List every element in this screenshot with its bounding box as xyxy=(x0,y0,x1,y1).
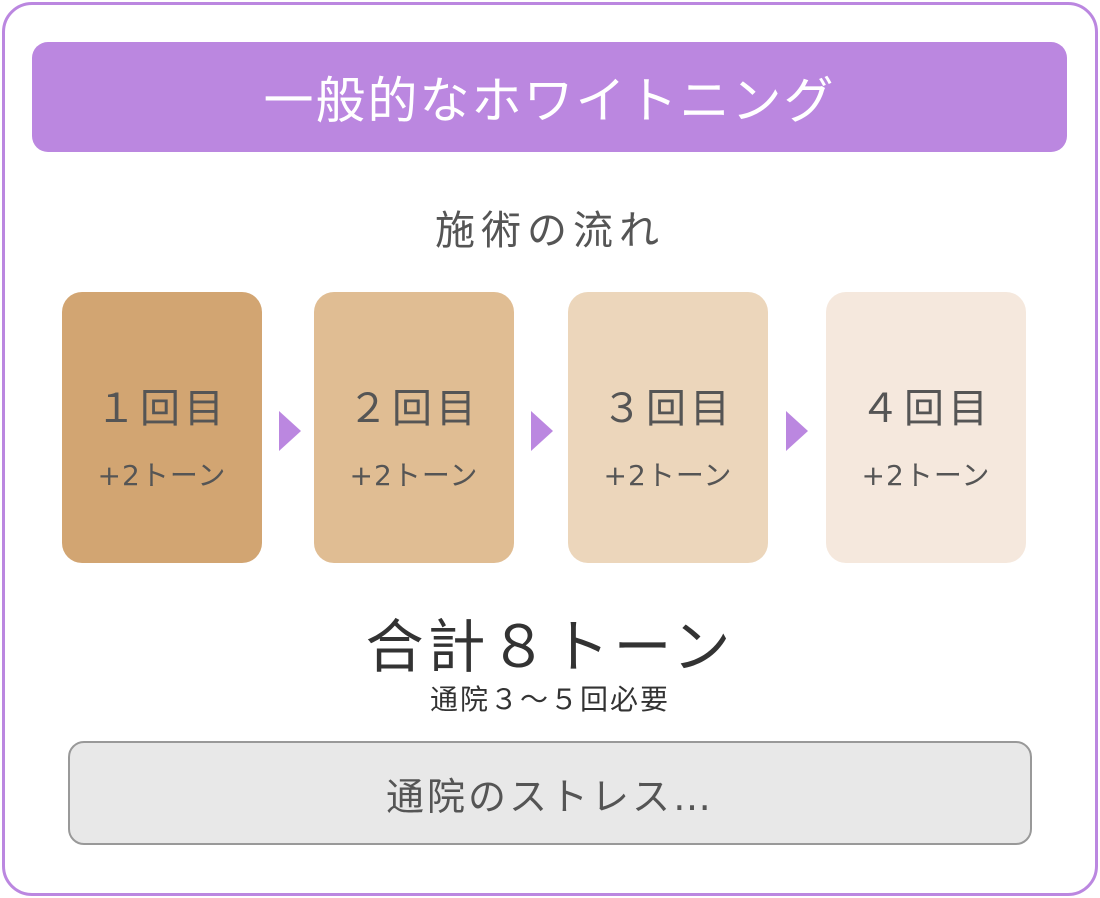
step-round: ４回目 xyxy=(860,386,992,432)
step-round: ３回目 xyxy=(602,386,734,432)
step-card-4: ４回目 +2トーン xyxy=(826,292,1026,563)
step-round: ２回目 xyxy=(348,386,480,432)
header-title: 一般的なホワイトニング xyxy=(263,72,836,130)
step-tone: +2トーン xyxy=(861,459,991,492)
step-card-3: ３回目 +2トーン xyxy=(568,292,768,563)
arrow-right-icon xyxy=(531,411,553,451)
arrow-right-icon xyxy=(786,411,808,451)
step-tone: +2トーン xyxy=(349,459,479,492)
step-card-1: １回目 +2トーン xyxy=(62,292,262,563)
total-tones: 合計８トーン xyxy=(365,613,735,681)
step-tone: +2トーン xyxy=(603,459,733,492)
step-card-2: ２回目 +2トーン xyxy=(314,292,514,563)
step-tone: +2トーン xyxy=(97,459,227,492)
stress-text: 通院のストレス… xyxy=(385,774,714,819)
flow-title: 施術の流れ xyxy=(435,208,665,254)
stress-box: 通院のストレス… xyxy=(68,741,1032,845)
header-banner: 一般的なホワイトニング xyxy=(32,42,1067,152)
visits-required: 通院３〜５回必要 xyxy=(429,683,670,716)
arrow-right-icon xyxy=(279,411,301,451)
step-round: １回目 xyxy=(96,386,228,432)
